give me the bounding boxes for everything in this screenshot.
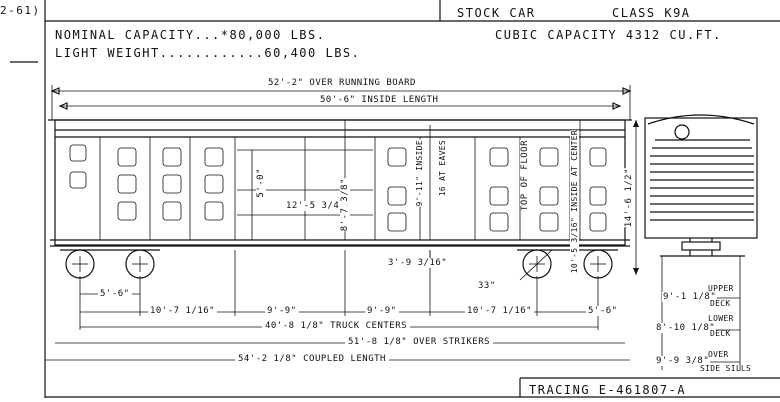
coupled-length-dim: 54'-2 1/8" COUPLED LENGTH [235, 354, 389, 364]
inside-height-dim: 8'-7 3/8" [340, 178, 350, 232]
door-width-dim: 12'-5 3/4" [284, 201, 348, 211]
floor-height-dim: 3'-9 3/16" [386, 258, 450, 268]
wheel-diameter-dim: 33" [478, 281, 496, 291]
drawing-title: STOCK CAR [457, 6, 536, 20]
inside-length-dim: 50'-6" INSIDE LENGTH [317, 95, 442, 105]
truck-centers-dim: 40'-8 1/8" TRUCK CENTERS [262, 321, 411, 331]
lower-deck-label: LOWER [708, 314, 734, 323]
upper-deck-label-2: DECK [710, 299, 731, 308]
light-weight: LIGHT WEIGHT............60,400 LBS. [55, 46, 361, 60]
inside-center-dim: 10'-5 3/16" INSIDE AT CENTER [570, 130, 579, 274]
upper-deck-label: UPPER [708, 284, 734, 293]
segment-2-dim: 9'-9" [265, 306, 299, 316]
running-board-dim: 52'-2" OVER RUNNING BOARD [265, 78, 419, 88]
segment-1-dim: 10'-7 1/16" [148, 306, 218, 316]
over-strikers-dim: 51'-8 1/8" OVER STRIKERS [345, 337, 494, 347]
at-eaves-label: 16 AT EAVES [438, 140, 447, 197]
segment-3-dim: 9'-9" [365, 306, 399, 316]
top-of-floor-label: TOP OF FLOOR [520, 140, 530, 212]
inside-eaves-dim: 9'-11" INSIDE [415, 140, 424, 207]
segment-5-dim: 5'-6" [586, 306, 620, 316]
overall-height-dim: 14'-6 1/2" [624, 168, 634, 228]
class-label: CLASS K9A [612, 6, 691, 20]
wheelbase-dim-left: 5'-6" [98, 289, 132, 299]
segment-4-dim: 10'-7 1/16" [465, 306, 535, 316]
lower-deck-label-2: DECK [710, 329, 731, 338]
side-sills-label: OVER [708, 350, 729, 359]
door-height-dim: 5'-0" [256, 168, 266, 198]
lower-deck-dim: 8'-10 1/8" [655, 323, 717, 333]
nominal-capacity: NOMINAL CAPACITY...*80,000 LBS. [55, 28, 326, 42]
side-sills-dim: 9'-9 3/8" [655, 356, 711, 366]
cubic-capacity: CUBIC CAPACITY 4312 CU.FT. [495, 28, 722, 42]
tracing-number: TRACING E-461807-A [529, 383, 687, 397]
side-sills-label-2: SIDE SILLS [700, 364, 752, 373]
corner-note: 2-61) [0, 4, 41, 17]
upper-deck-dim: 9'-1 1/8" [662, 292, 718, 302]
